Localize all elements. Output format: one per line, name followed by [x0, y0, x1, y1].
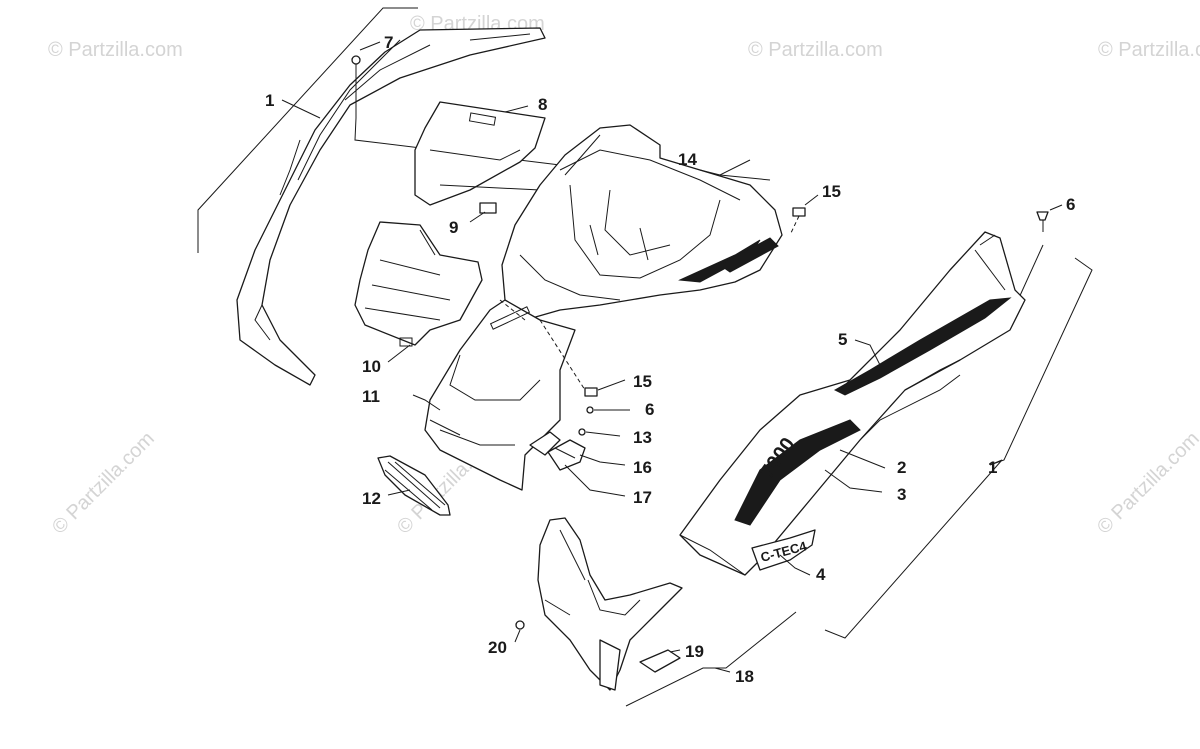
- leader-18: [714, 667, 731, 673]
- leader-17: [564, 464, 626, 497]
- leader-7: [359, 41, 381, 51]
- watermark-text: © Partzilla.com: [1093, 428, 1200, 539]
- callout-13: 13: [633, 428, 652, 447]
- group-bracket-right: [824, 257, 1093, 639]
- leader-9: [469, 211, 486, 223]
- dash-15-top: [789, 215, 800, 236]
- callout-15-top: 15: [822, 182, 841, 201]
- part-vent-10: [354, 221, 483, 347]
- callout-1-right: 1: [988, 458, 997, 477]
- callout-6-mid: 6: [645, 400, 654, 419]
- callouts: 1 7 8 9 10 11 12 14 15 6 5 15 6 13 16 17…: [265, 33, 1075, 686]
- callout-4: 4: [816, 565, 826, 584]
- callout-8: 8: [538, 95, 547, 114]
- nut-6-mid: [586, 406, 594, 414]
- leader-3: [824, 469, 883, 493]
- callout-16: 16: [633, 458, 652, 477]
- callout-7: 7: [384, 33, 393, 52]
- leader-19: [669, 649, 681, 653]
- callout-2: 2: [897, 458, 906, 477]
- group-bracket-left: [197, 7, 418, 253]
- leader-4: [779, 554, 811, 576]
- screw-20: [515, 620, 525, 630]
- callout-10: 10: [362, 357, 381, 376]
- clip-15-top: [792, 207, 806, 217]
- screw-7: [351, 55, 361, 65]
- leader-10: [387, 344, 411, 363]
- callout-15-mid: 15: [633, 372, 652, 391]
- decal-19: [639, 649, 681, 673]
- leader-13: [585, 431, 621, 437]
- part-brackets-16-17: [529, 431, 586, 471]
- leader-8: [504, 105, 529, 113]
- watermark-text: © Partzilla.com: [1098, 39, 1200, 61]
- callout-19: 19: [685, 642, 704, 661]
- part-plate-8: [414, 101, 546, 206]
- leader-6-top: [1049, 204, 1063, 211]
- screw-13: [578, 428, 586, 436]
- leader-6-top-ext: [1017, 244, 1044, 301]
- callout-20: 20: [488, 638, 507, 657]
- leader-1-left: [281, 99, 321, 119]
- watermark-text: © Partzilla.com: [48, 428, 159, 539]
- part-lower-fairing-18: [537, 517, 683, 691]
- part-side-panel-right: 7000 C-TEC4: [679, 231, 1026, 576]
- part-front-fairing-11: [424, 299, 576, 491]
- leader-5: [854, 339, 881, 366]
- callout-9: 9: [449, 218, 458, 237]
- callout-14: 14: [678, 150, 697, 169]
- screw-6-top: [1036, 211, 1049, 221]
- callout-11: 11: [362, 387, 380, 406]
- callout-6-top: 6: [1066, 195, 1075, 214]
- leader-15-mid: [597, 379, 626, 391]
- leader-20: [514, 629, 521, 643]
- callout-5: 5: [838, 330, 847, 349]
- callout-3: 3: [897, 485, 906, 504]
- part-windshield-panel: [236, 27, 546, 386]
- leader-14b: [719, 174, 771, 181]
- watermark-text: © Partzilla.com: [48, 39, 183, 61]
- callout-17: 17: [633, 488, 652, 507]
- dash-11b: [499, 299, 526, 321]
- callout-1-left: 1: [265, 91, 274, 110]
- clip-15-mid: [584, 387, 598, 397]
- leader-12: [387, 489, 411, 496]
- watermark-text: © Partzilla.com: [748, 39, 883, 61]
- leader-8-ext: [439, 184, 541, 191]
- part-main-hood: [501, 124, 783, 321]
- part-clip-9: [479, 202, 497, 214]
- group-bracket-18: [625, 611, 797, 707]
- leader-2: [839, 449, 886, 469]
- callout-18: 18: [735, 667, 754, 686]
- leader-15-top: [804, 194, 819, 206]
- callout-12: 12: [362, 489, 381, 508]
- leader-16: [579, 454, 626, 466]
- leader-11: [412, 394, 441, 411]
